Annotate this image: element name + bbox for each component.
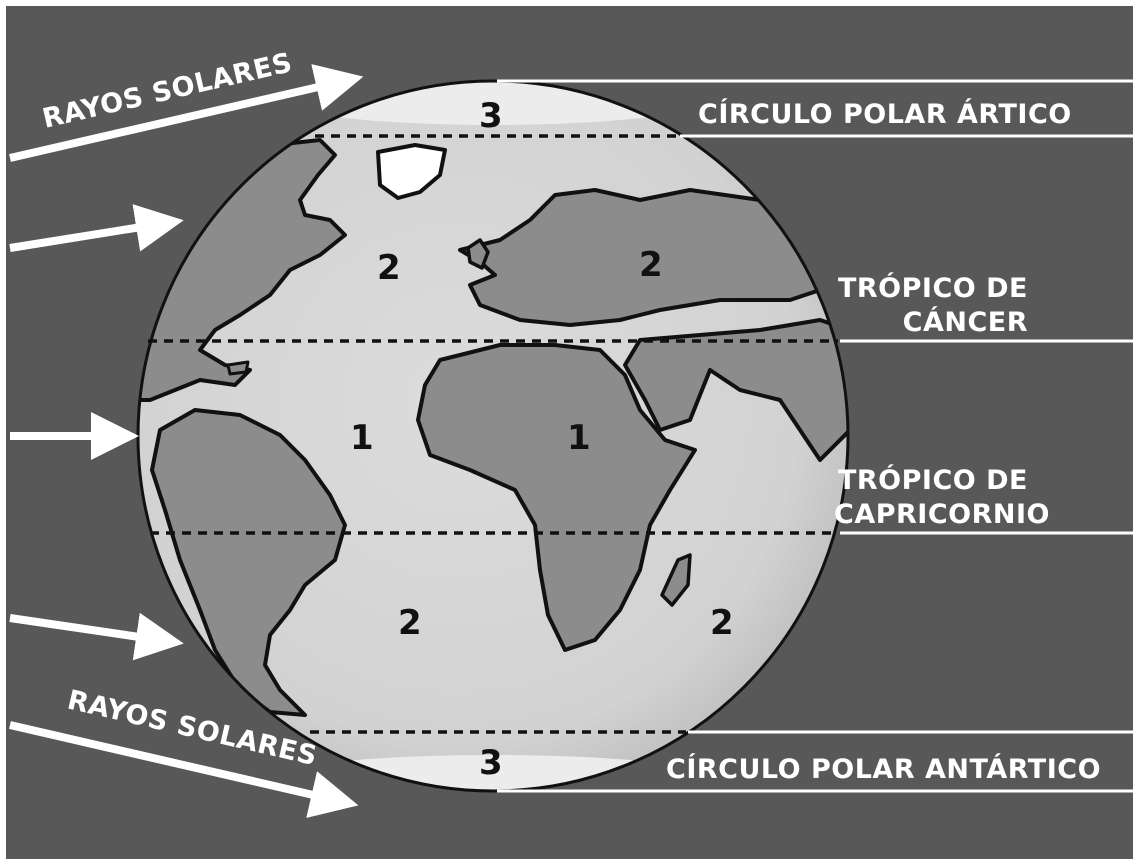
north-polar-cap [263,81,723,125]
tropic-of-capricorn-label-1: TRÓPICO DE [838,464,1028,496]
madagascar-shape [660,553,692,607]
asia-shape [623,318,848,462]
zone-tropical-east: 1 [567,418,591,458]
south-america-shape [150,408,347,717]
ray-arrow-1 [9,63,364,162]
south-polar-cap [263,755,723,791]
africa-shape [416,343,697,652]
zone-south-temperate-east: 2 [710,603,734,643]
globe [136,79,850,793]
arctic-circle-label: CÍRCULO POLAR ÁRTICO [698,98,1072,130]
zone-north-polar: 3 [479,96,503,136]
latitude-lines [148,134,838,734]
greenland-shape [376,143,447,200]
tropic-of-capricorn-label-2: CAPRICORNIO [834,499,1050,530]
zone-south-temperate-west: 2 [398,603,422,643]
europe-shape [458,188,848,327]
continents [138,81,848,791]
ray-arrow-5 [9,721,359,818]
tropic-of-cancer-label-1: TRÓPICO DE [838,272,1028,304]
ray-arrow-4 [9,612,184,661]
tropic-of-cancer-label-2: CÁNCER [903,306,1028,338]
ray-arrow-2 [9,204,184,252]
caribbean-islands-shape [226,360,250,376]
zone-north-temperate-west: 2 [377,248,401,288]
sun-rays [9,63,364,818]
british-isles-shape [466,238,490,270]
antarctic-circle-label: CÍRCULO POLAR ANTÁRTICO [666,753,1101,785]
zone-north-temperate-east: 2 [639,245,663,285]
label-guide-lines [497,79,1133,793]
zone-tropical-west: 1 [350,418,374,458]
zone-south-polar: 3 [479,743,503,783]
